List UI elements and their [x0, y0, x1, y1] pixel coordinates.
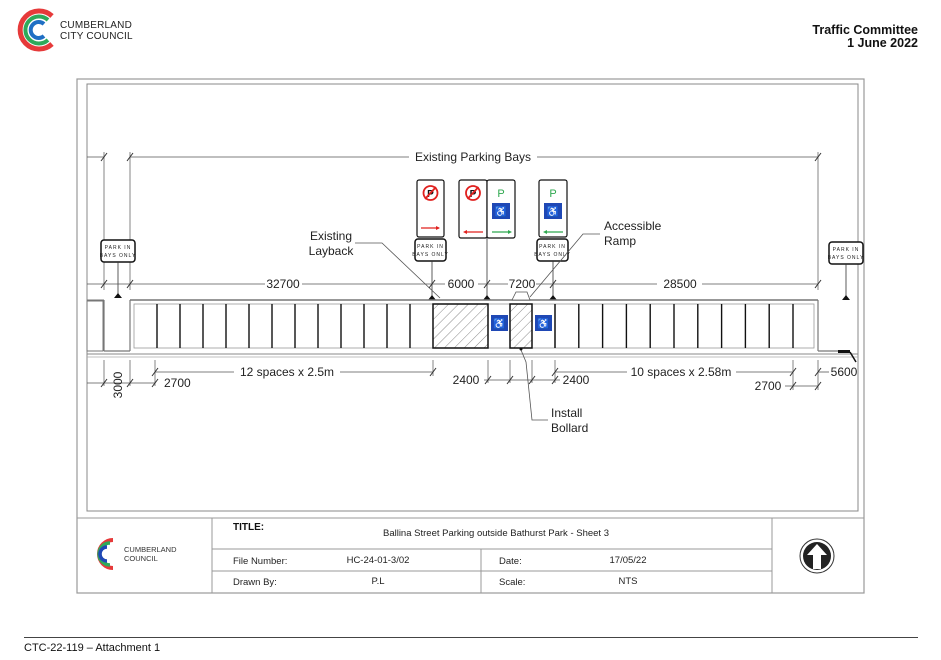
svg-text:10 spaces x 2.58m: 10 spaces x 2.58m — [631, 365, 732, 379]
meeting-date: 1 June 2022 — [847, 36, 918, 50]
svg-text:Existing: Existing — [310, 229, 352, 243]
title-block-org-line1: CUMBERLAND — [124, 545, 177, 554]
svg-text:Install: Install — [551, 406, 582, 420]
svg-text:BAYS ONLY: BAYS ONLY — [412, 252, 449, 258]
meeting-name: Traffic Committee — [812, 23, 918, 37]
svg-text:♿: ♿ — [495, 205, 507, 218]
svg-text:P: P — [470, 189, 477, 200]
svg-text:7200: 7200 — [509, 277, 536, 291]
right-parking-bays — [578, 304, 794, 348]
svg-text:Accessible: Accessible — [604, 219, 662, 233]
accessible-parking-sign: P ♿ PARK IN BAYS ONLY — [534, 179, 571, 300]
svg-text:2400: 2400 — [453, 373, 480, 387]
svg-text:PARK IN: PARK IN — [833, 247, 860, 253]
scale-value: NTS — [619, 576, 638, 587]
no-parking-sign-1: P PARK IN BAYS ONLY — [412, 179, 449, 300]
inner-frame — [86, 83, 859, 512]
council-logo-icon — [17, 8, 54, 52]
file-number-label: File Number: — [233, 556, 287, 567]
footer-divider — [24, 637, 918, 638]
svg-text:♿: ♿ — [547, 205, 559, 218]
svg-text:BAYS ONLY: BAYS ONLY — [828, 255, 865, 261]
accessible-icon — [544, 203, 562, 219]
svg-text:5600: 5600 — [831, 365, 858, 379]
shared-zone-hatched — [509, 303, 533, 349]
title-block: CUMBERLAND COUNCIL TITLE: Ballina Street… — [76, 517, 865, 594]
no-parking-icon — [465, 185, 481, 201]
no-parking-hatched-zone — [432, 303, 489, 349]
north-arrow-icon — [799, 538, 835, 574]
scale-label: Scale: — [499, 577, 525, 588]
svg-text:P: P — [549, 188, 556, 200]
header-org-line2: CITY COUNCIL — [60, 31, 133, 42]
svg-text:2700: 2700 — [755, 379, 782, 393]
accessible-bay-marking-right — [535, 315, 552, 331]
attachment-reference: CTC-22-119 – Attachment 1 — [24, 642, 161, 654]
date-label: Date: — [499, 556, 522, 567]
accessible-bay-marking-left — [491, 315, 508, 331]
park-in-bays-sign-left: PARK IN BAYS ONLY — [100, 239, 137, 298]
meeting-info: Traffic Committee 1 June 2022 — [812, 24, 918, 50]
svg-text:2400: 2400 — [563, 373, 590, 387]
svg-text:Ramp: Ramp — [604, 234, 636, 248]
title-label: TITLE: — [233, 522, 264, 533]
date-value: 17/05/22 — [610, 555, 647, 566]
accessible-ramp-callout: Accessible Ramp — [529, 219, 662, 298]
svg-text:BAYS ONLY: BAYS ONLY — [534, 252, 571, 258]
council-logo — [14, 7, 60, 53]
svg-text:32700: 32700 — [266, 277, 300, 291]
svg-text:2700: 2700 — [164, 376, 191, 390]
svg-text:Layback: Layback — [309, 244, 355, 258]
top-dimension-row: 32700 6000 7200 28500 — [87, 277, 822, 291]
install-bollard-callout: Install Bollard — [519, 347, 588, 435]
svg-text:PARK IN: PARK IN — [105, 245, 132, 251]
svg-text:28500: 28500 — [663, 277, 697, 291]
existing-parking-bays-label: Existing Parking Bays — [415, 150, 531, 164]
left-parking-bays — [156, 304, 411, 348]
drawn-by-label: Drawn By: — [233, 577, 277, 588]
svg-text:♿: ♿ — [537, 317, 549, 330]
svg-text:PARK IN: PARK IN — [539, 244, 566, 250]
svg-text:6000: 6000 — [448, 277, 475, 291]
svg-text:12 spaces x 2.5m: 12 spaces x 2.5m — [240, 365, 334, 379]
svg-text:BAYS ONLY: BAYS ONLY — [100, 253, 137, 259]
park-in-bays-sign-right: PARK IN BAYS ONLY — [828, 241, 865, 300]
drawn-by-value: P.L — [371, 576, 384, 587]
title-block-logo — [97, 538, 114, 570]
svg-text:3000: 3000 — [111, 371, 125, 398]
svg-text:P: P — [497, 188, 504, 200]
accessible-ramp — [511, 291, 531, 301]
file-number-value: HC-24-01-3/02 — [347, 555, 410, 566]
svg-text:P: P — [427, 189, 434, 200]
header-org-line1: CUMBERLAND — [60, 20, 133, 31]
svg-text:♿: ♿ — [493, 317, 505, 330]
header-org-name: CUMBERLAND CITY COUNCIL — [60, 20, 133, 42]
accessible-icon — [492, 203, 510, 219]
svg-text:Bollard: Bollard — [551, 421, 588, 435]
existing-parking-bays-dimension: Existing Parking Bays — [87, 150, 822, 290]
bottom-dimension-row: 3000 2700 12 spaces x 2.5m 2400 2400 10 … — [87, 360, 858, 398]
no-parking-icon — [422, 185, 439, 201]
title-block-org-line2: COUNCIL — [124, 554, 158, 563]
no-parking-accessible-sign: P P ♿ — [458, 179, 516, 300]
title-value: Ballina Street Parking outside Bathurst … — [383, 528, 609, 539]
existing-layback-callout: Existing Layback — [309, 229, 441, 299]
svg-text:PARK IN: PARK IN — [417, 244, 444, 250]
